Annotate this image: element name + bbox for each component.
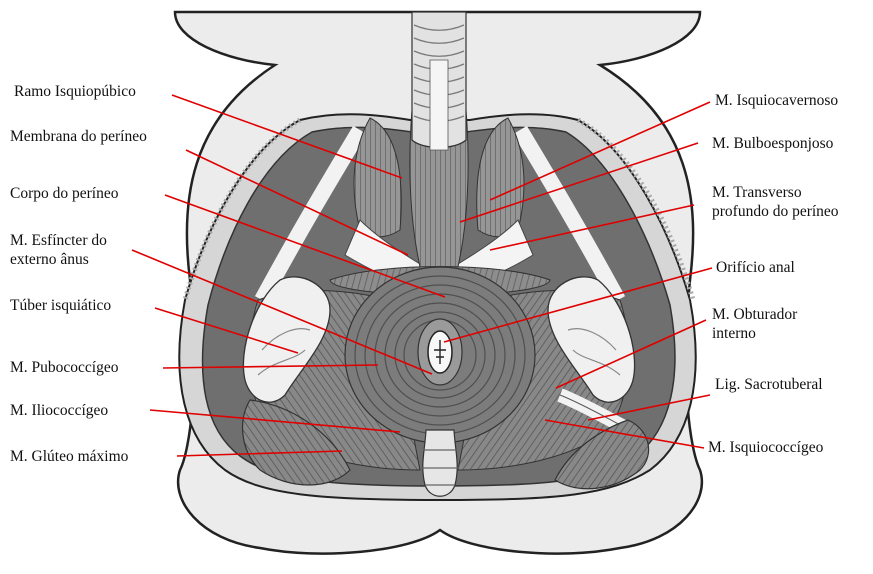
label-isquiocavernoso: M. Isquiocavernoso	[715, 91, 838, 110]
label-pubococcigeo: M. Pubococcígeo	[10, 358, 118, 377]
label-orificio-anal: Orifício anal	[716, 258, 795, 277]
label-esfincter-externo: M. Esfíncter do externo ânus	[10, 231, 107, 269]
label-isquiococcigeo: M. Isquiococcígeo	[708, 438, 823, 457]
label-gluteo-maximo: M. Glúteo máximo	[10, 447, 128, 466]
label-corpo-perineo: Corpo do períneo	[10, 184, 118, 203]
label-sacrotuberal: Lig. Sacrotuberal	[715, 375, 823, 394]
label-membrana-perineo: Membrana do períneo	[10, 127, 147, 146]
label-iliococcigeo: M. Iliococcígeo	[10, 401, 108, 420]
coccyx	[423, 430, 457, 496]
label-ramo-isquiopubico: Ramo Isquiopúbico	[14, 82, 136, 101]
label-bulboesponjoso: M. Bulboesponjoso	[712, 134, 833, 153]
label-obturador-interno: M. Obturador interno	[712, 305, 797, 343]
label-tuber-isquiatico: Túber isquiático	[10, 296, 111, 315]
label-transverso-profundo: M. Transverso profundo do períneo	[712, 183, 839, 221]
